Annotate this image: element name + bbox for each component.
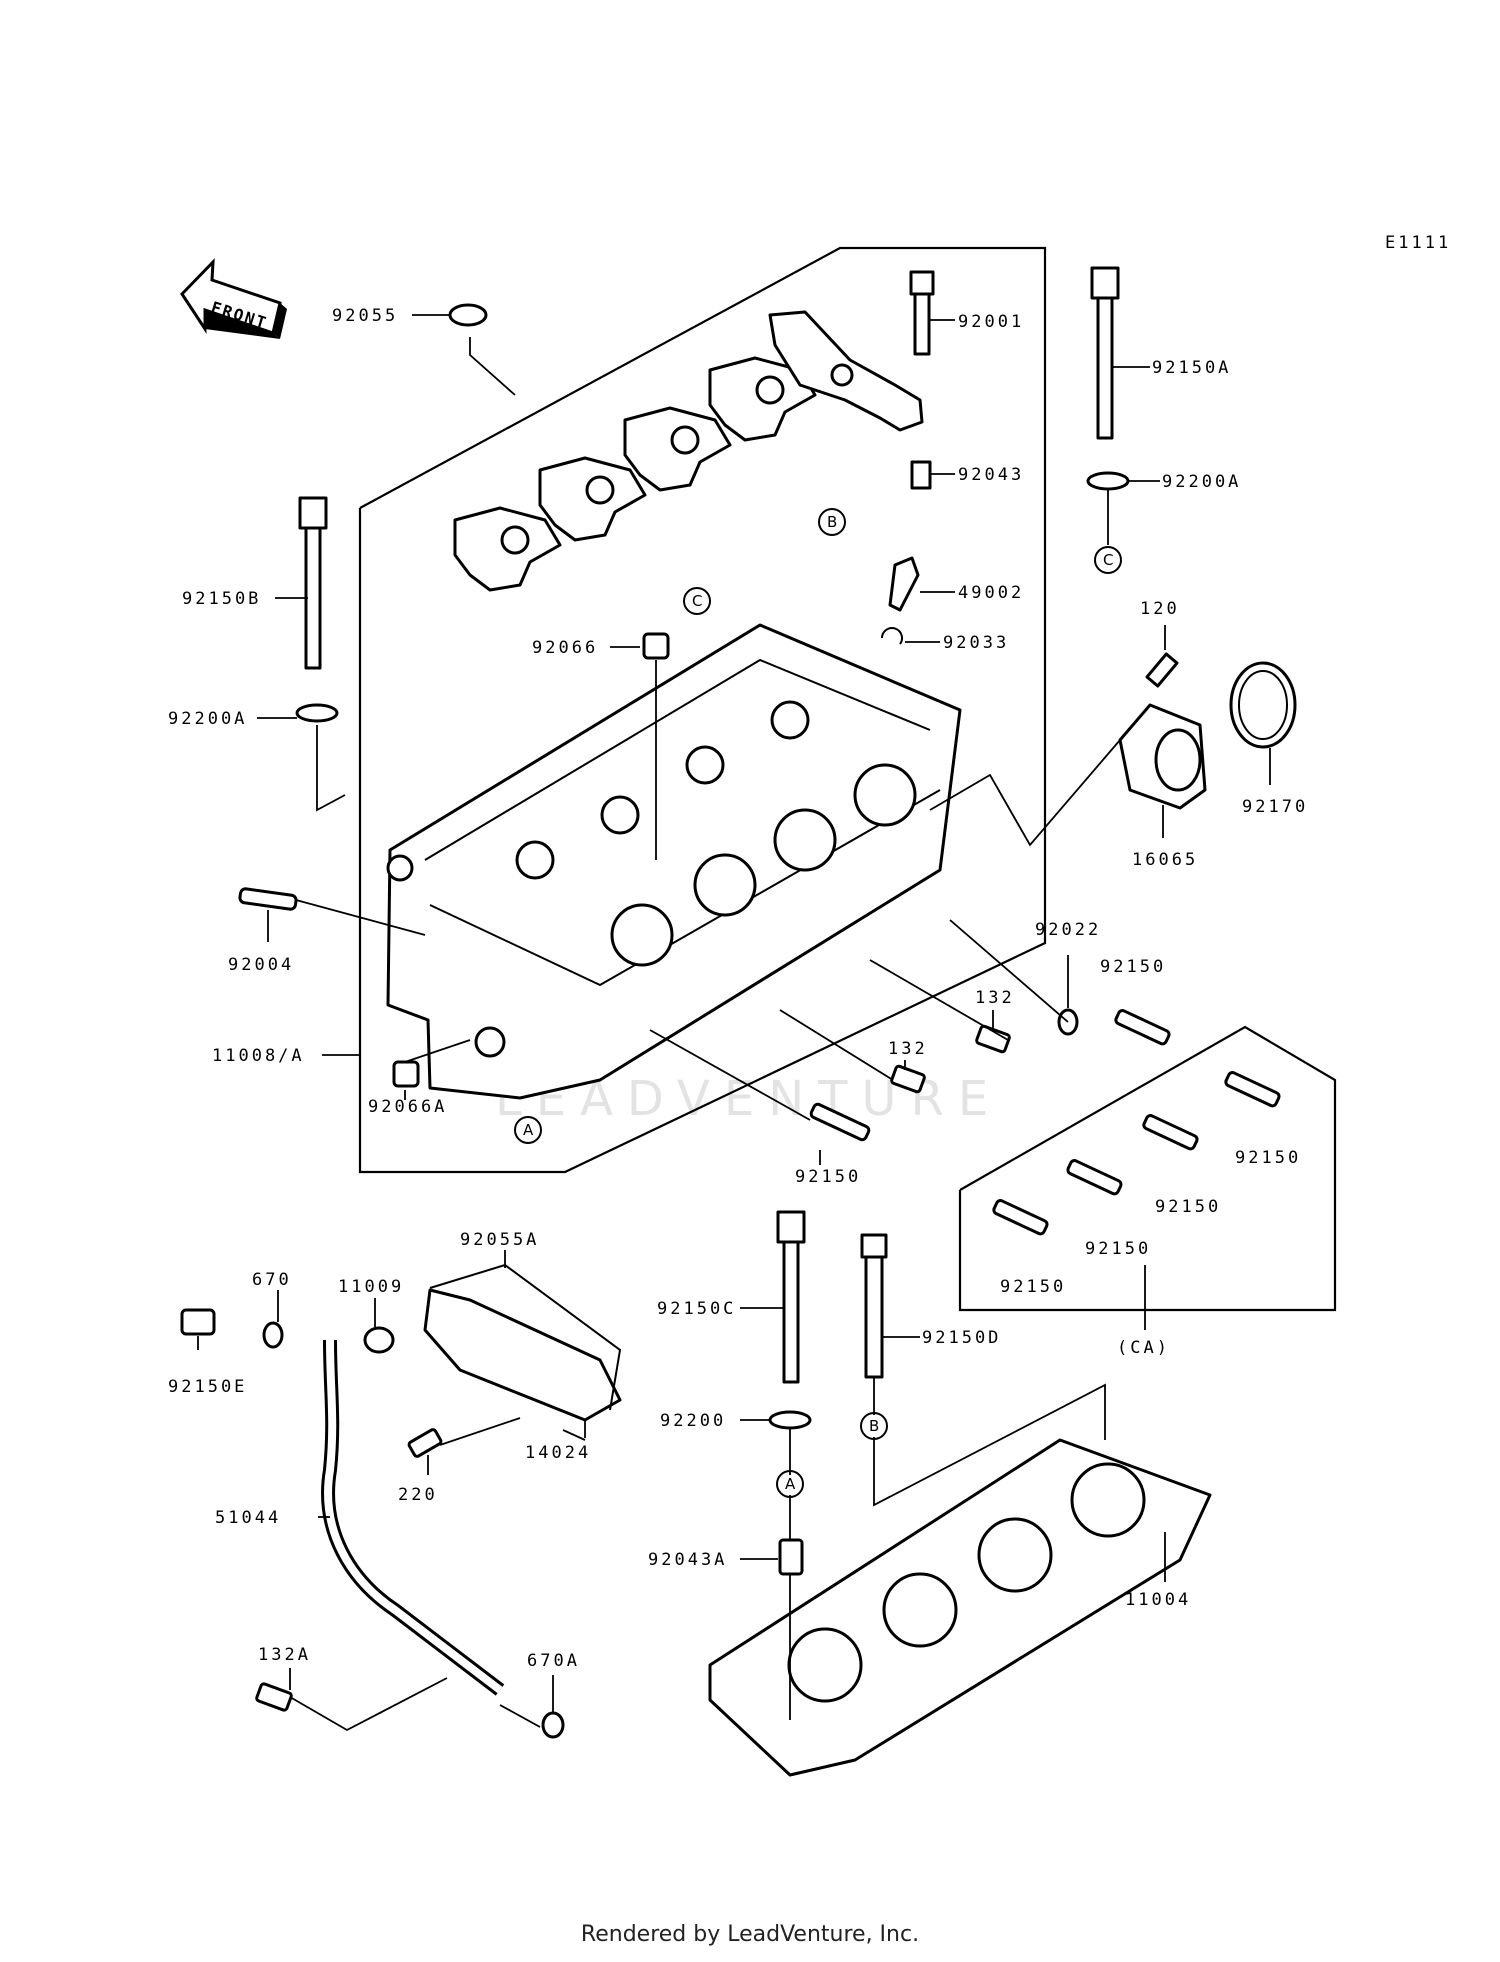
label-92022: 92022 xyxy=(1035,920,1101,940)
dowel-92043-icon xyxy=(910,460,932,490)
label-220: 220 xyxy=(398,1485,438,1505)
label-670a: 670A xyxy=(527,1651,580,1671)
label-92004: 92004 xyxy=(228,955,294,975)
label-14024: 14024 xyxy=(525,1443,591,1463)
head-group-frame xyxy=(358,246,1047,1174)
svg-text:A: A xyxy=(785,1475,796,1493)
label-670: 670 xyxy=(252,1270,292,1290)
label-92043a: 92043A xyxy=(648,1550,727,1570)
svg-text:C: C xyxy=(1103,551,1113,569)
label-92150d: 92150D xyxy=(922,1328,1001,1348)
oring-92055-icon xyxy=(448,303,488,327)
bolt-92150b-icon xyxy=(298,496,328,670)
ref-marker-b-lower: B xyxy=(860,1412,888,1440)
label-92043: 92043 xyxy=(958,465,1024,485)
svg-text:C: C xyxy=(692,592,702,610)
label-92150-c: 92150 xyxy=(1235,1148,1301,1168)
label-132-b: 132 xyxy=(888,1039,928,1059)
label-92055a: 92055A xyxy=(460,1230,539,1250)
cover-14024-icon xyxy=(423,1288,622,1422)
gasket-670-icon xyxy=(262,1321,284,1349)
bolt-92150a-icon xyxy=(1090,266,1120,440)
washer-92200a-right-icon xyxy=(1086,471,1130,491)
gasket-92055a-icon xyxy=(429,1263,622,1411)
label-16065: 16065 xyxy=(1132,850,1198,870)
ref-marker-a-lower: A xyxy=(776,1470,804,1498)
label-92150c: 92150C xyxy=(657,1299,736,1319)
label-92200: 92200 xyxy=(660,1411,726,1431)
label-92033: 92033 xyxy=(943,633,1009,653)
bolt-120-icon xyxy=(1145,652,1179,688)
ref-marker-b-top: B xyxy=(818,508,846,536)
label-120: 120 xyxy=(1140,599,1180,619)
bolt-92150c-icon xyxy=(776,1210,806,1384)
leader-lines xyxy=(197,314,1271,1732)
dowel-92043a-icon xyxy=(778,1538,804,1576)
ref-marker-a-head: A xyxy=(514,1116,542,1144)
label-92200a-right: 92200A xyxy=(1162,472,1241,492)
label-11004: 11004 xyxy=(1125,1590,1191,1610)
clamp-92170-icon xyxy=(1229,661,1297,749)
stud-92150-icons xyxy=(809,1009,1281,1236)
label-92150-f: 92150 xyxy=(1000,1277,1066,1297)
oring-11009-icon xyxy=(363,1326,395,1354)
bolt-220-icon xyxy=(407,1428,443,1458)
cylinder-head xyxy=(386,623,962,1100)
diagram-code: E1111 xyxy=(1385,233,1451,253)
label-132a: 132A xyxy=(258,1645,311,1665)
ca-group-frame xyxy=(958,1025,1337,1312)
label-92066a: 92066A xyxy=(368,1097,447,1117)
label-11009: 11009 xyxy=(338,1277,404,1297)
gasket-670a-icon xyxy=(541,1711,565,1739)
label-51044: 51044 xyxy=(215,1508,281,1528)
plug-92066-icon xyxy=(642,632,670,660)
label-92001: 92001 xyxy=(958,312,1024,332)
label-92150a: 92150A xyxy=(1152,358,1231,378)
label-11008a: 11008/A xyxy=(212,1046,305,1066)
label-92150b: 92150B xyxy=(182,589,261,609)
label-92150-e: 92150 xyxy=(1085,1239,1151,1259)
label-49002: 49002 xyxy=(958,583,1024,603)
bolt-132-b-icon xyxy=(890,1064,926,1094)
bolt-132-a-icon xyxy=(975,1024,1011,1054)
washer-92200-icon xyxy=(768,1410,812,1430)
label-92170: 92170 xyxy=(1242,797,1308,817)
label-92150-b: 92150 xyxy=(795,1167,861,1187)
oil-pipe-51044-icon xyxy=(321,1339,505,1696)
svg-text:B: B xyxy=(827,513,837,531)
bolt-92150e-icon xyxy=(180,1308,216,1336)
bolt-92001-icon xyxy=(909,270,935,356)
ref-marker-c-top: C xyxy=(1094,546,1122,574)
plug-92066a-icon xyxy=(392,1060,420,1088)
ref-marker-c-mid: C xyxy=(683,587,711,615)
label-92150-d: 92150 xyxy=(1155,1197,1221,1217)
clip-92033-icon xyxy=(881,627,903,645)
svg-text:A: A xyxy=(523,1121,534,1139)
label-132-a: 132 xyxy=(975,988,1015,1008)
bolt-92150d-icon xyxy=(860,1233,888,1379)
stud-92004-icon xyxy=(238,887,298,911)
camshaft-caps xyxy=(453,310,924,592)
label-92150e: 92150E xyxy=(168,1377,247,1397)
label-92055: 92055 xyxy=(332,306,398,326)
label-ca: (CA) xyxy=(1117,1338,1170,1358)
label-92066: 92066 xyxy=(532,638,598,658)
tensioner-49002-icon xyxy=(888,556,920,612)
bolt-132a-icon xyxy=(255,1682,293,1712)
footer-credit: Rendered by LeadVenture, Inc. xyxy=(580,1922,920,1947)
head-gasket-11004-icon xyxy=(708,1438,1212,1777)
label-92200a-left: 92200A xyxy=(168,709,247,729)
front-arrow-icon: FRONT xyxy=(180,258,287,339)
svg-text:B: B xyxy=(869,1417,879,1435)
washer-92200a-left-icon xyxy=(295,703,339,723)
label-92150-a: 92150 xyxy=(1100,957,1166,977)
